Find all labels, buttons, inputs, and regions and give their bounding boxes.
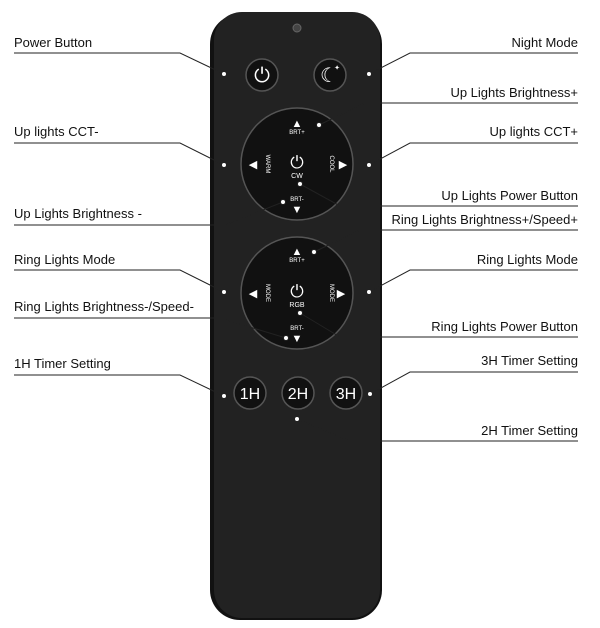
dot-ring-power: [297, 310, 303, 316]
label-timer-1h: 1H Timer Setting: [14, 356, 111, 371]
leader-up-cct-minus: [14, 142, 225, 166]
power-button[interactable]: ⏻: [245, 58, 279, 92]
dot-ring-brightness-minus: [283, 335, 289, 341]
leader-ring-mode-left: [14, 269, 225, 293]
dot-ring-brightness-plus: [311, 249, 317, 255]
leader-power-button: [14, 52, 225, 75]
dot-timer-1h: [221, 393, 227, 399]
leader-timer-3h: [369, 371, 578, 395]
dot-up-cct-minus: [221, 162, 227, 168]
leader-ring-brightness-plus: [313, 229, 578, 253]
leader-ring-mode-right: [368, 269, 578, 293]
ring-pad-arrow-left[interactable]: ◀: [249, 288, 258, 300]
leader-timer-2h: [296, 418, 578, 442]
dot-power-button: [221, 71, 227, 77]
callout-labels: Power Button Night Mode Up Lights Bright…: [14, 35, 578, 438]
up-pad-left-label: WARM: [264, 155, 270, 174]
ir-emitter: [292, 23, 302, 33]
up-pad-top-label: BRT+: [289, 130, 305, 136]
up-pad-bottom-label: BRT-: [290, 197, 304, 203]
up-pad-arrow-down[interactable]: ▼: [292, 204, 303, 216]
up-pad-arrow-left[interactable]: ◀: [249, 159, 258, 171]
ring-pad-right-label: MODE: [328, 284, 334, 302]
ring-pad-center-label: RGB: [289, 302, 305, 309]
leader-up-brightness-minus: [14, 201, 284, 226]
leader-ring-power: [299, 312, 578, 338]
ring-pad-arrow-right[interactable]: ▶: [337, 288, 346, 300]
leader-lines: [14, 52, 578, 442]
dot-timer-3h: [367, 391, 373, 397]
label-ring-brightness-plus: Ring Lights Brightness+/Speed+: [392, 212, 578, 227]
ring-pad-ring: [240, 236, 354, 350]
label-timer-2h: 2H Timer Setting: [481, 423, 578, 438]
up-pad-arrow-up[interactable]: ▲: [292, 118, 303, 130]
timer-3h-button[interactable]: 3H: [329, 376, 363, 410]
power-icon: ⏻: [290, 153, 304, 172]
night-mode-button[interactable]: ☾ ✦: [313, 58, 347, 92]
up-pad-center-label: CW: [291, 173, 303, 180]
label-ring-mode-right: Ring Lights Mode: [477, 252, 578, 267]
timer-3h-label: 3H: [336, 386, 356, 403]
ring-pad-bottom-label: BRT-: [290, 326, 304, 332]
label-ring-mode-left: Ring Lights Mode: [14, 252, 115, 267]
star-icon: ✦: [334, 64, 340, 72]
label-up-brightness-minus: Up Lights Brightness -: [14, 206, 142, 221]
ring-lights-power-button[interactable]: ⏻ RGB: [289, 282, 305, 309]
dot-up-brightness-plus: [316, 122, 322, 128]
dot-timer-2h: [294, 416, 300, 422]
leader-night-mode: [368, 52, 578, 75]
callout-dots: [221, 71, 373, 422]
dot-night-mode: [366, 71, 372, 77]
leader-timer-1h: [14, 374, 225, 397]
dot-up-brightness-minus: [280, 199, 286, 205]
dot-up-power: [297, 181, 303, 187]
up-lights-pad: ▲ BRT+ BRT- ▼ ◀ ▶ WARM COOL ⏻ CW: [240, 107, 354, 221]
power-icon: ⏻: [290, 282, 304, 301]
up-pad-arrow-right[interactable]: ▶: [339, 159, 348, 171]
power-icon: ⏻: [254, 65, 270, 87]
label-up-power: Up Lights Power Button: [441, 188, 578, 203]
leader-ring-brightness-minus: [14, 317, 287, 339]
label-power-button: Power Button: [14, 35, 92, 50]
dot-up-cct-plus: [366, 162, 372, 168]
label-up-brightness-plus: Up Lights Brightness+: [450, 85, 578, 100]
label-up-cct-plus: Up lights CCT+: [490, 124, 579, 139]
ring-pad-top-label: BRT+: [289, 258, 305, 264]
label-timer-3h: 3H Timer Setting: [481, 353, 578, 368]
label-ring-power: Ring Lights Power Button: [431, 319, 578, 334]
label-ring-brightness-minus: Ring Lights Brightness-/Speed-: [14, 299, 194, 314]
up-lights-power-button[interactable]: ⏻ CW: [290, 153, 304, 180]
timer-1h-button[interactable]: 1H: [233, 376, 267, 410]
dot-ring-mode-left: [221, 289, 227, 295]
ring-pad-arrow-down[interactable]: ▼: [292, 333, 303, 345]
ring-pad-left-label: MODE: [264, 284, 270, 302]
up-pad-right-label: COOL: [328, 155, 334, 173]
moon-icon: ☾: [320, 65, 338, 87]
timer-1h-label: 1H: [240, 386, 260, 403]
timer-2h-label: 2H: [288, 386, 308, 403]
label-up-cct-minus: Up lights CCT-: [14, 124, 99, 139]
leader-up-cct-plus: [368, 142, 578, 166]
leader-up-brightness-plus: [318, 102, 578, 126]
ring-pad-arrow-up[interactable]: ▲: [292, 246, 303, 258]
up-pad-ring: [240, 107, 354, 221]
ring-lights-pad: ▲ BRT+ BRT- ▼ ◀ ▶ MODE MODE ⏻ RGB: [240, 236, 354, 350]
timer-2h-button[interactable]: 2H: [281, 376, 315, 410]
label-night-mode: Night Mode: [512, 35, 578, 50]
dot-ring-mode-right: [366, 289, 372, 295]
leader-up-power: [299, 183, 578, 207]
